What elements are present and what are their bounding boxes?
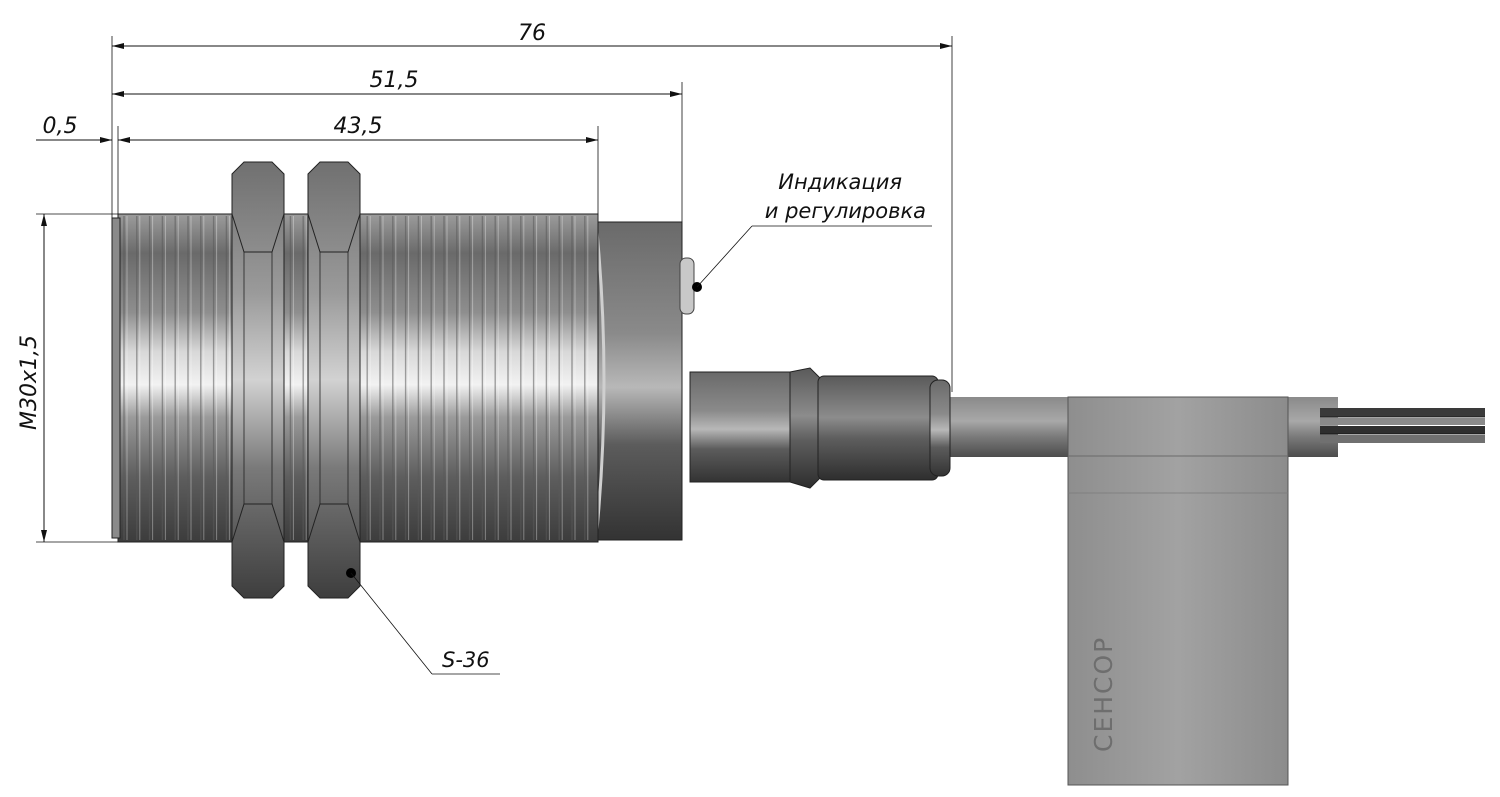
dimension-face-offset: 0,5 <box>36 114 112 143</box>
label-tag: СЕНСОР <box>1067 396 1289 786</box>
rear-cap <box>594 221 683 541</box>
callout-nut-size: S-36 <box>346 568 500 675</box>
svg-text:51,5: 51,5 <box>370 68 419 93</box>
svg-text:0,5: 0,5 <box>43 114 78 139</box>
svg-text:и регулировка: и регулировка <box>765 199 926 223</box>
dimension-thread-size: M30x1,5 <box>17 214 47 542</box>
cable-gland <box>689 367 951 489</box>
svg-text:76: 76 <box>518 21 546 46</box>
svg-text:43,5: 43,5 <box>334 114 383 139</box>
dimension-overall-length: 76 <box>112 21 952 49</box>
svg-text:M30x1,5: M30x1,5 <box>17 335 42 430</box>
extension-lines <box>36 36 953 543</box>
dimension-thread-length: 43,5 <box>118 114 598 143</box>
svg-text:S-36: S-36 <box>442 648 490 672</box>
led-indicator-icon <box>679 257 702 315</box>
callout-indication: Индикация и регулировка <box>696 170 932 288</box>
nut-rear <box>307 161 361 599</box>
nut-front <box>231 161 285 599</box>
brand-label: СЕНСОР <box>1089 636 1118 752</box>
dimension-body-length: 51,5 <box>112 68 682 97</box>
svg-text:Индикация: Индикация <box>778 170 902 194</box>
